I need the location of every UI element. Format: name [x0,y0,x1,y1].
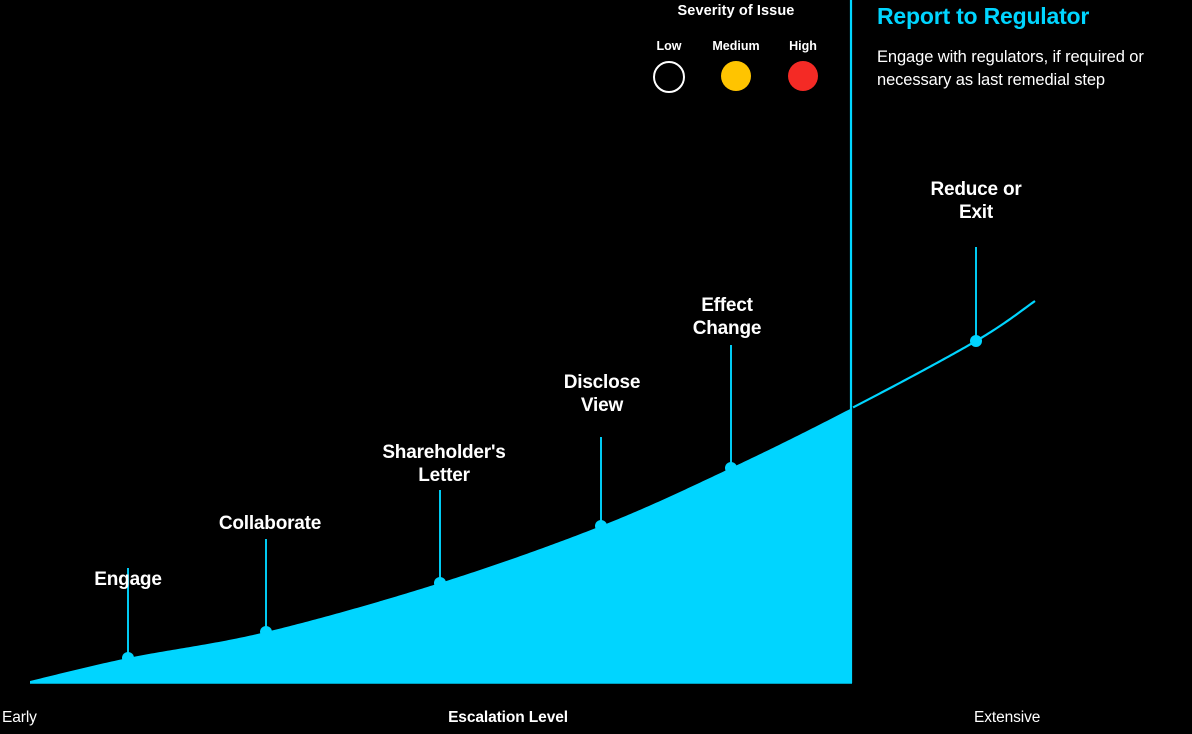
stage-label-disclose-view: Disclose View [563,372,641,417]
axis-label-early: Early [2,709,37,726]
axis-label-escalation-level: Escalation Level [448,709,568,726]
legend-item-medium[interactable]: Medium [705,39,767,91]
legend-item-medium-label: Medium [712,39,760,53]
stage-marker-dot[interactable] [434,576,446,589]
stage-label-engage: Engage [94,569,162,590]
legend-item-high[interactable]: High [772,39,834,91]
panel-description: Engage with regulators, if required or n… [877,48,1144,89]
legend-items: Low Medium High [620,39,852,93]
legend-item-high-label: High [789,39,817,53]
severity-medium-swatch-icon [721,61,751,91]
severity-high-swatch-icon [788,61,818,91]
escalation-curve-tail [852,300,1036,409]
stage-label-shareholder-s-letter: Shareholder's Letter [382,442,506,487]
report-to-regulator-panel: Report to Regulator Engage with regulato… [877,0,1192,91]
stage-marker-dot[interactable] [595,519,607,532]
stage-label-effect-change: Effect Change [692,295,762,340]
stage-marker-dot[interactable] [122,652,134,665]
stage-marker-dot[interactable] [725,462,737,475]
severity-low-swatch-icon [653,61,685,93]
legend-item-low-label: Low [656,39,682,53]
stage-label-reduce-or-exit: Reduce or Exit [930,179,1022,224]
legend-item-low[interactable]: Low [638,39,700,93]
escalation-area-fill [30,407,852,683]
stage-label-collaborate: Collaborate [218,513,322,534]
axis-label-extensive: Extensive [974,709,1041,726]
panel-title: Report to Regulator [877,3,1090,29]
stage-marker-dot[interactable] [260,625,272,638]
stage-marker-dot[interactable] [970,334,982,347]
legend-title: Severity of Issue [677,3,795,19]
severity-legend: Severity of Issue Low Medium High [620,0,852,93]
